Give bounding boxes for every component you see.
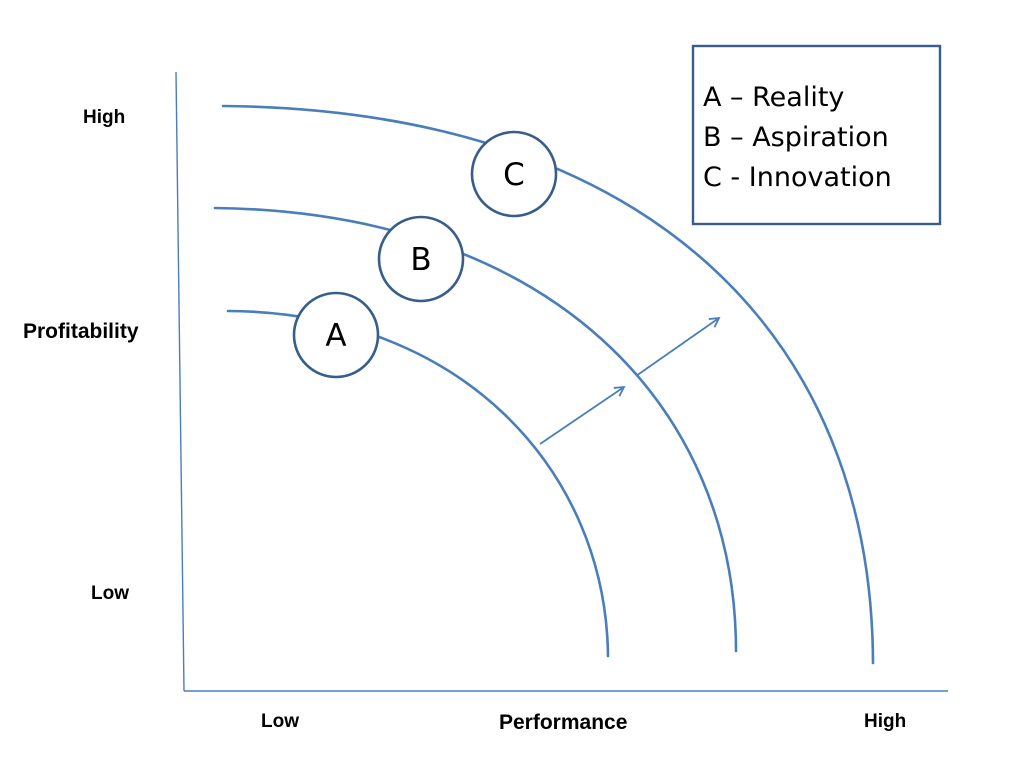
marker-a-circle <box>292 291 380 379</box>
legend-item-c: C - Innovation <box>703 162 892 193</box>
x-axis-high-label: High <box>864 711 906 732</box>
marker-a-label: A <box>325 318 346 354</box>
x-axis-low-label: Low <box>261 711 299 732</box>
legend-box <box>691 44 942 226</box>
legend: A – Reality B – Aspiration C - Innovatio… <box>691 44 942 226</box>
curve-c <box>221 104 875 665</box>
y-axis-title: Profitability <box>23 320 139 343</box>
marker-b-circle <box>377 215 465 303</box>
legend-item-a: A – Reality <box>703 82 844 113</box>
curve-b <box>213 206 738 653</box>
marker-b-label: B <box>410 242 431 278</box>
y-axis-line <box>175 71 185 692</box>
marker-c-circle <box>470 130 558 218</box>
marker-c-label: C <box>503 157 525 193</box>
curve-a <box>226 309 610 658</box>
marker-b: B <box>377 215 465 303</box>
y-axis-low-label: Low <box>91 583 129 604</box>
y-axis-high-label: High <box>83 107 125 128</box>
shift-arrow-a-to-b <box>539 385 626 445</box>
marker-c: C <box>470 130 558 218</box>
legend-item-b: B – Aspiration <box>703 122 889 153</box>
x-axis-title: Performance <box>499 711 627 734</box>
marker-a: A <box>292 291 380 379</box>
shift-arrow-b-to-c <box>635 316 721 377</box>
